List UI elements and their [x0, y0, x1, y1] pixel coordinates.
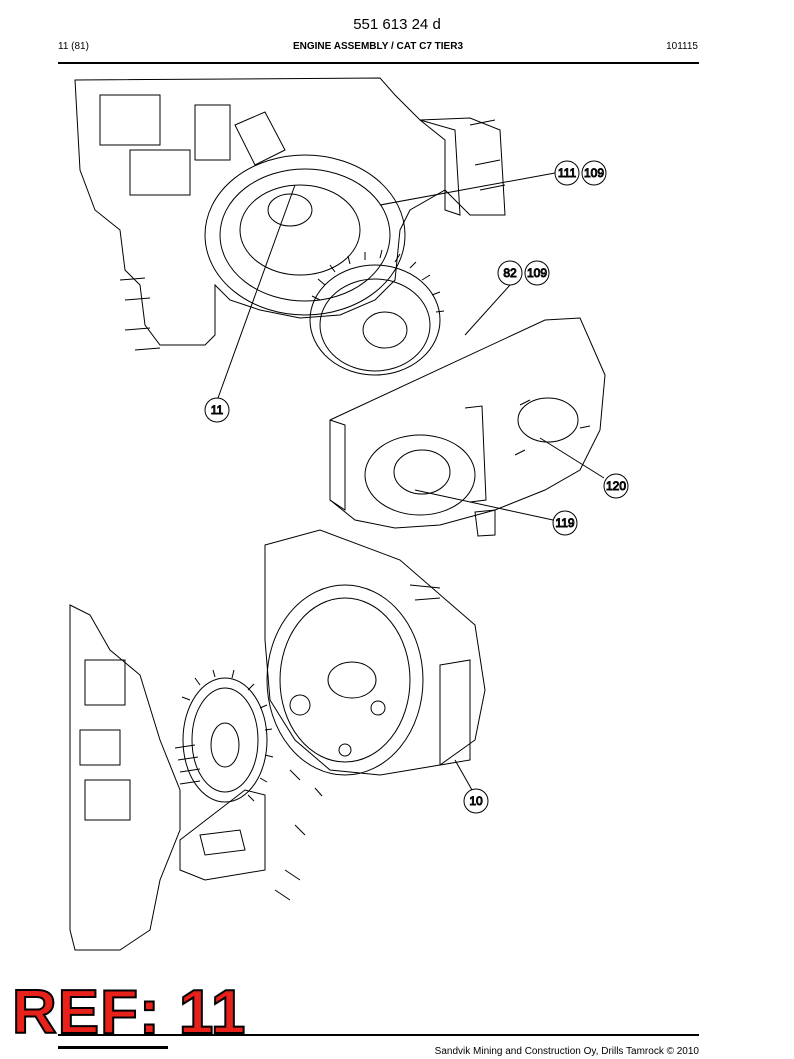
callout-82: 82 [497, 260, 523, 286]
sandvik-logo [58, 1046, 168, 1059]
upper-engine-block [74, 77, 506, 351]
header-rule [58, 62, 699, 64]
callout-11: 11 [204, 397, 230, 423]
footer-copyright: Sandvik Mining and Construction Oy, Dril… [434, 1046, 699, 1057]
callout-109-upper: 109 [581, 160, 607, 186]
lower-engine-block [69, 604, 323, 951]
callout-109-lower: 109 [524, 260, 550, 286]
callout-label: 109 [527, 266, 547, 280]
callout-label: 119 [555, 516, 574, 530]
ref-stamp: REF: 11 [11, 978, 247, 1047]
callout-label: 10 [469, 794, 483, 808]
callout-111: 111 [554, 160, 580, 186]
upper-housing [329, 317, 606, 537]
date-code: 101115 [666, 41, 698, 52]
footer-rule [58, 1034, 699, 1036]
page-header: 11 (81) ENGINE ASSEMBLY / CAT C7 TIER3 1… [58, 41, 698, 55]
callout-label: 109 [584, 166, 604, 180]
callout-label: 82 [503, 266, 517, 280]
leader-lines [217, 172, 605, 791]
page-number: 11 (81) [58, 41, 89, 52]
lower-housing [264, 529, 486, 776]
callout-label: 11 [211, 403, 224, 417]
callout-label: 111 [558, 166, 577, 180]
callout-119: 119 [552, 510, 578, 536]
callout-10: 10 [463, 788, 489, 814]
doc-number: 551 613 24 d [353, 16, 441, 33]
section-title: ENGINE ASSEMBLY / CAT C7 TIER3 [292, 41, 464, 52]
callout-label: 120 [606, 479, 626, 493]
exploded-parts-drawing: 111 109 82 109 11 120 119 10 [69, 77, 629, 951]
callout-120: 120 [603, 473, 629, 499]
lower-gear-ring [174, 669, 274, 803]
upper-gear-ring [309, 249, 445, 376]
